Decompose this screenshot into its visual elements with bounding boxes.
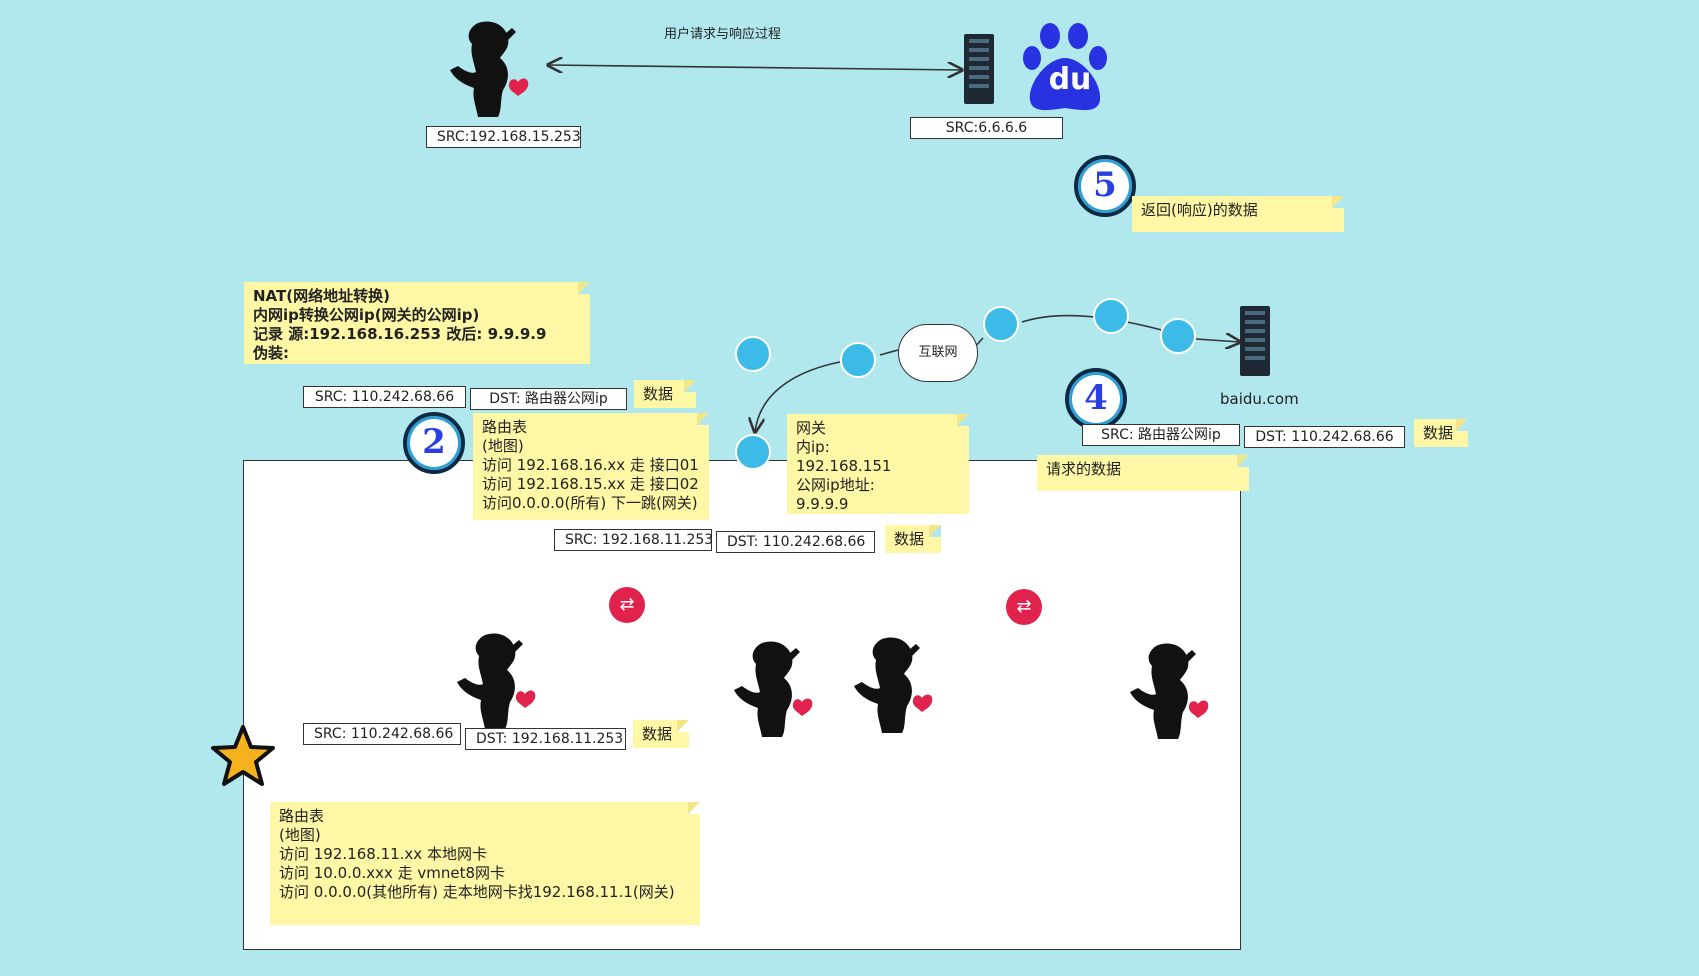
packet-lan-up-dst: DST: 110.242.68.66 [716, 531, 875, 553]
packet-step4-dst: DST: 110.242.68.66 [1244, 426, 1405, 448]
step-5-badge: 5 [1074, 155, 1136, 217]
gw-route-line-1: 路由表 [482, 418, 528, 436]
internet-router-icon [983, 306, 1019, 342]
nat-note-line-1: NAT(网络地址转换) [253, 287, 390, 305]
nat-note-line-2: 内网ip转换公网ip(网关的公网ip) [253, 306, 480, 324]
gateway-note-line-2: 内ip: [796, 438, 830, 456]
host-route-line-2: (地图) [279, 826, 321, 844]
packet-top-src: SRC: 110.242.68.66 [303, 386, 466, 408]
host-route-table-note: 路由表 (地图) 访问 192.168.11.xx 本地网卡 访问 10.0.0… [270, 802, 700, 925]
gw-route-line-4: 访问 192.168.15.xx 走 接口02 [482, 475, 699, 493]
user-silhouette-icon [457, 633, 536, 729]
gateway-note-line-5: 9.9.9.9 [796, 495, 849, 513]
packet-lan-down-data: 数据 [633, 720, 689, 748]
switch-icon: ⇄ [1006, 589, 1042, 625]
host-route-line-3: 访问 192.168.11.xx 本地网卡 [279, 845, 487, 863]
server-ip-label: SRC:6.6.6.6 [910, 117, 1063, 139]
packet-step4-src: SRC: 路由器公网ip [1082, 424, 1240, 446]
internet-router-icon [840, 342, 876, 378]
request-data-note: 请求的数据 [1037, 455, 1249, 491]
nat-note-line-4: 伪装: [253, 344, 289, 362]
gateway-route-table-note: 路由表 (地图) 访问 192.168.16.xx 走 接口01 访问 192.… [473, 413, 709, 520]
gateway-note-line-3: 192.168.151 [796, 457, 892, 475]
baidu-paw-logo [1023, 23, 1107, 111]
client-ip-label: SRC:192.168.15.253 [426, 126, 581, 148]
switch-icon: ⇄ [609, 587, 645, 623]
gateway-note-line-1: 网关 [796, 419, 827, 437]
step-2-badge: 2 [403, 412, 465, 474]
router-icon [735, 336, 771, 372]
gw-route-line-2: (地图) [482, 437, 524, 455]
step-4-badge: 4 [1065, 368, 1127, 430]
packet-top-dst: DST: 路由器公网ip [470, 388, 627, 410]
host-route-line-5: 访问 0.0.0.0(其他所有) 走本地网卡找192.168.11.1(网关) [279, 883, 675, 901]
internet-router-icon [1160, 318, 1196, 354]
user-silhouette-icon [450, 21, 529, 117]
host-route-line-4: 访问 10.0.0.xxx 走 vmnet8网卡 [279, 864, 506, 882]
gw-route-line-3: 访问 192.168.16.xx 走 接口01 [482, 456, 699, 474]
packet-step4-data: 数据 [1414, 419, 1468, 447]
nat-note-line-3: 记录 源:192.168.16.253 改后: 9.9.9.9 [253, 325, 547, 343]
gw-route-line-5: 访问0.0.0.0(所有) 下一跳(网关) [482, 494, 698, 512]
host-route-line-1: 路由表 [279, 807, 325, 825]
gateway-note-line-4: 公网ip地址: [796, 476, 875, 494]
packet-lan-up-data: 数据 [885, 525, 941, 553]
step-5-note: 返回(响应)的数据 [1132, 196, 1344, 232]
server-icon [964, 34, 994, 104]
packet-lan-down-dst: DST: 192.168.11.253 [465, 728, 626, 750]
user-silhouette-icon [734, 641, 813, 737]
nat-note: NAT(网络地址转换) 内网ip转换公网ip(网关的公网ip) 记录 源:192… [244, 282, 590, 364]
user-silhouette-icon [1130, 643, 1209, 739]
gateway-note: 网关 内ip: 192.168.151 公网ip地址: 9.9.9.9 [787, 414, 969, 514]
internet-cloud-icon: 互联网 [898, 324, 978, 382]
gateway-router-icon [735, 434, 771, 470]
baidu-server-icon [1240, 306, 1270, 376]
baidu-domain-label: baidu.com [1220, 390, 1299, 408]
user-silhouette-icon [854, 637, 933, 733]
internet-router-icon [1093, 298, 1129, 334]
baidu-logo-text: du [1048, 62, 1092, 97]
packet-lan-down-src: SRC: 110.242.68.66 [303, 723, 461, 745]
packet-lan-up-src: SRC: 192.168.11.253 [554, 529, 713, 551]
diagram-title: 用户请求与响应过程 [664, 27, 782, 42]
star-icon [211, 725, 275, 786]
packet-top-data: 数据 [634, 380, 696, 408]
